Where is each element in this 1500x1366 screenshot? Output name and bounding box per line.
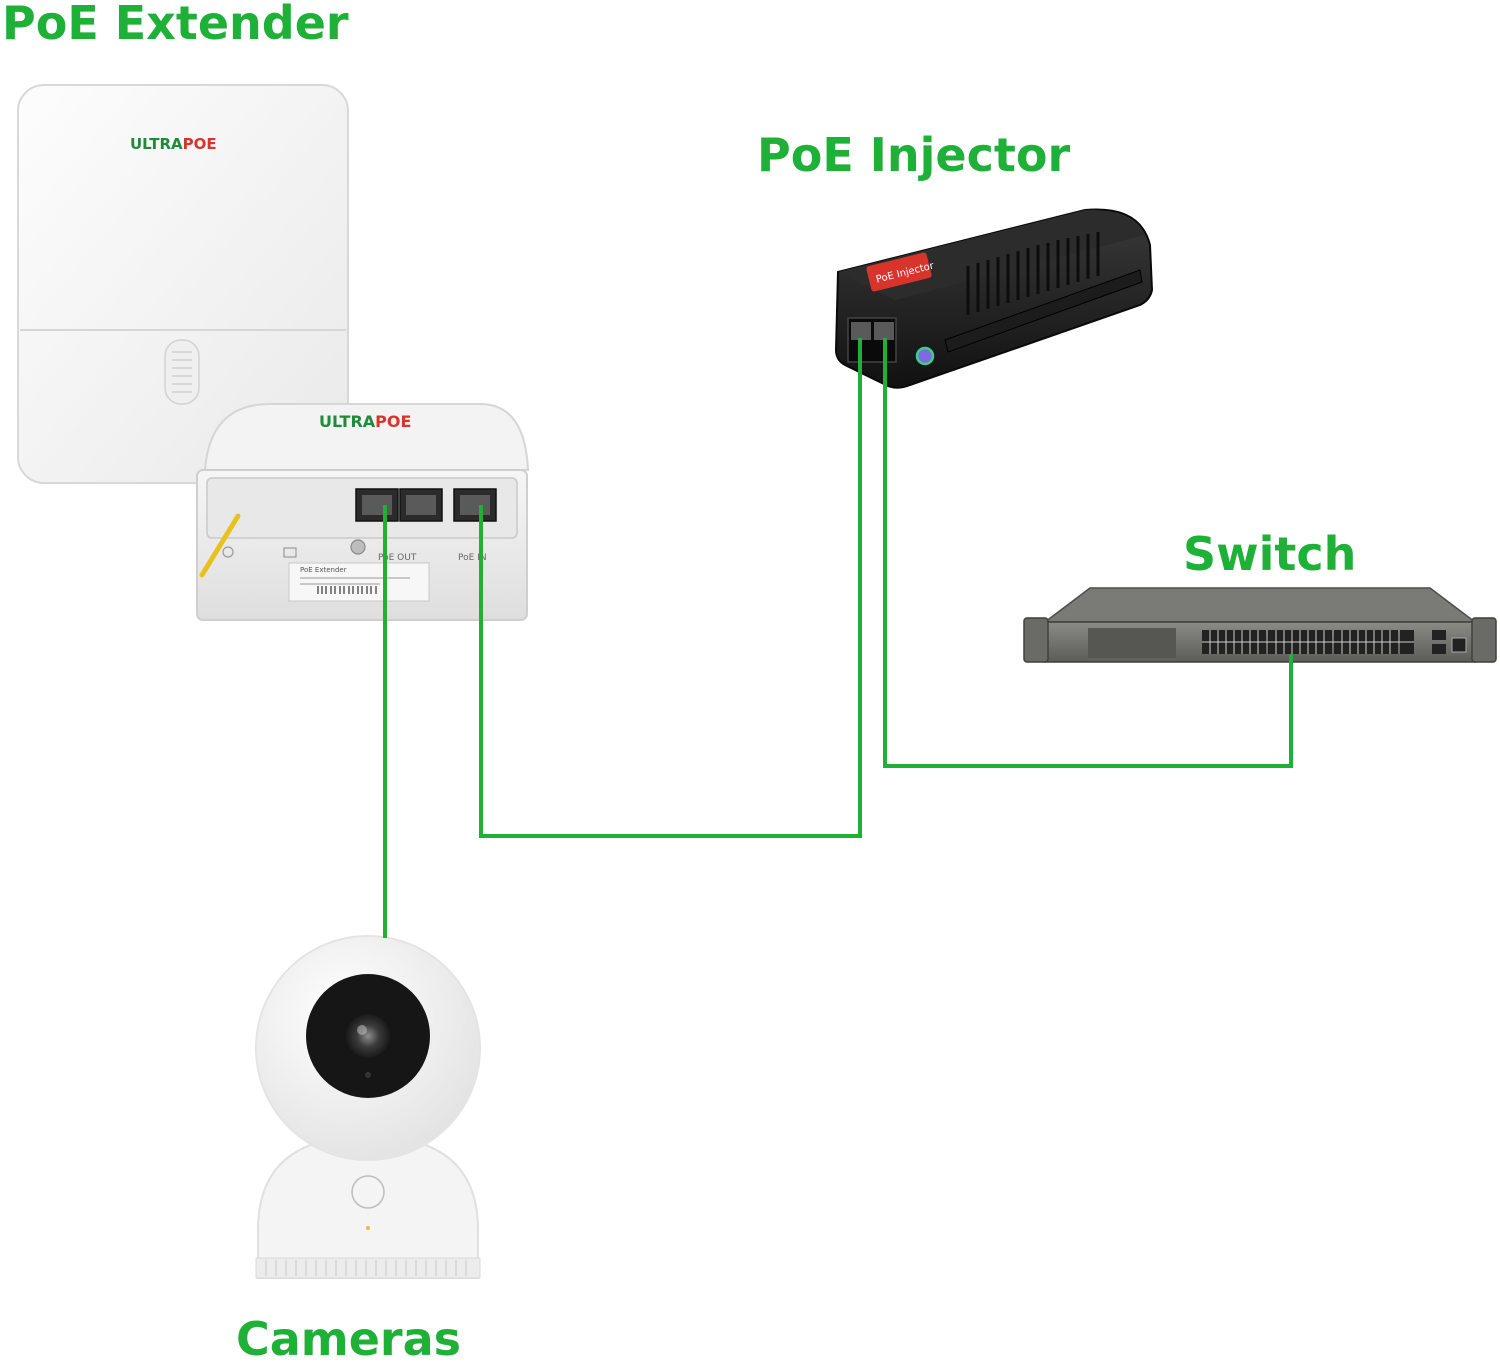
led-indicator-icon	[915, 346, 935, 366]
device-sticker	[288, 562, 430, 602]
port-label-in: PoE IN	[458, 553, 487, 563]
antenna-icon	[199, 513, 241, 578]
port-label-out: PoE OUT	[378, 553, 417, 563]
label-poe-extender: PoE Extender	[2, 0, 349, 50]
label-switch: Switch	[1183, 527, 1357, 581]
outdoor-enclosure-icon	[17, 84, 349, 484]
box-brand-logo: ULTRAPOE	[130, 135, 217, 153]
label-poe-injector: PoE Injector	[757, 128, 1071, 182]
unit-brand-logo: ULTRAPOE	[319, 412, 411, 431]
sticker-title: PoE Extender	[300, 566, 347, 574]
network-switch-icon	[1023, 587, 1497, 663]
extender-unit-icon: PoE OUT PoE IN PoE Extender	[196, 403, 530, 621]
ethernet-port-icon	[355, 488, 497, 522]
dome-camera-icon	[255, 935, 481, 1279]
cable-extender-to-injector	[479, 338, 862, 838]
poe-injector-icon: PoE Injector	[834, 208, 1154, 389]
cable-injector-to-switch	[883, 338, 1293, 768]
label-cameras: Cameras	[236, 1312, 462, 1366]
cables	[383, 338, 1293, 938]
poe-extender-device: ULTRAPOE PoE OUT PoE IN	[17, 84, 530, 621]
